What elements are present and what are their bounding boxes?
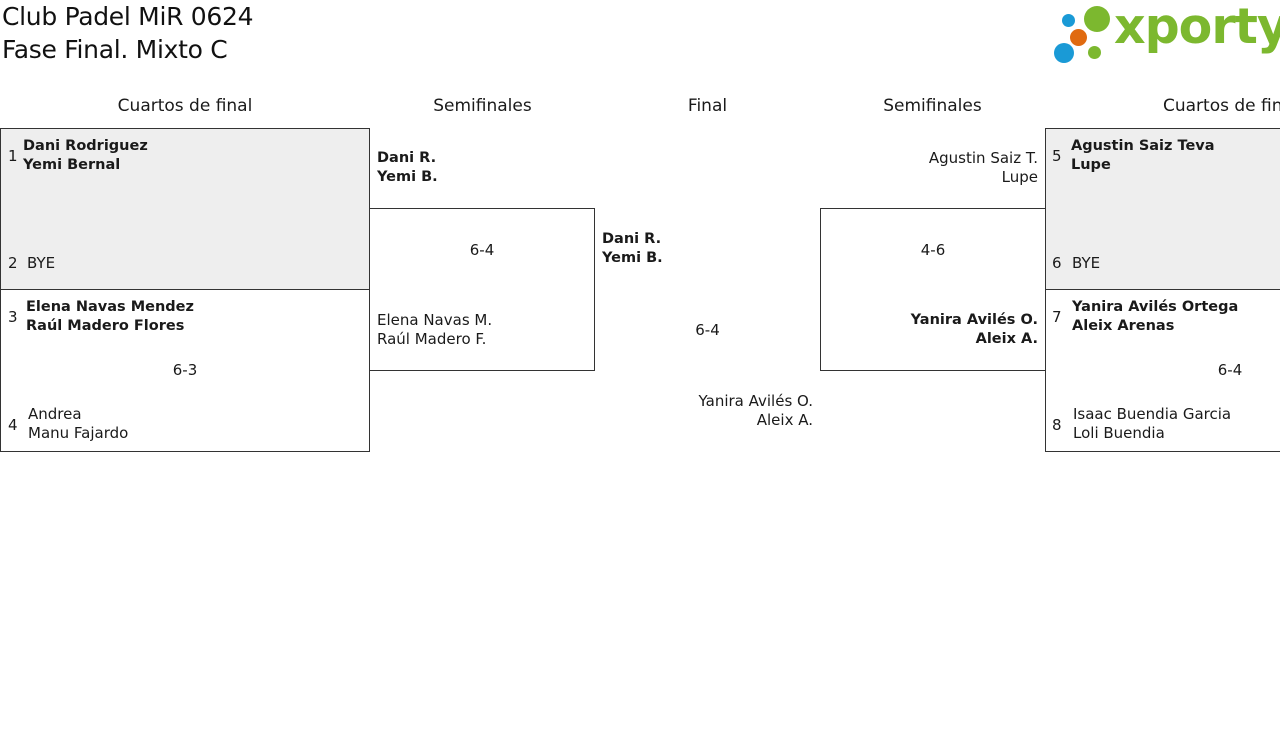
player-name: Aleix A. <box>975 331 1038 347</box>
player-name: Yemi Bernal <box>23 157 121 173</box>
team-name: BYE <box>27 254 55 273</box>
round-title-right-semifinals: Semifinales <box>883 96 982 116</box>
player-name: Yanira Avilés Ortega <box>1072 299 1239 315</box>
player-name: Elena Navas M. <box>377 311 493 329</box>
player-name: Raúl Madero Flores <box>26 318 185 334</box>
match-box-left-qf-2[interactable]: 3 Elena Navas Mendez Raúl Madero Flores … <box>0 289 370 452</box>
team-name: Agustin Saiz Teva Lupe <box>1071 137 1215 175</box>
round-title-right-quarterfinals: Cuartos de final <box>1163 96 1280 116</box>
seed-number: 7 <box>1052 308 1062 326</box>
player-name: Dani Rodriguez <box>23 138 148 154</box>
player-name: Yemi B. <box>602 250 663 266</box>
player-name: Aleix Arenas <box>1072 318 1175 334</box>
seed-number: 5 <box>1052 147 1062 165</box>
team-name: Dani Rodriguez Yemi Bernal <box>23 137 148 175</box>
player-name: Yanira Avilés O. <box>910 312 1038 328</box>
tournament-subtitle: Fase Final. Mixto C <box>2 35 228 64</box>
player-name: Agustin Saiz T. <box>928 149 1038 167</box>
right-semifinal-team-a: Agustin Saiz T. Lupe <box>826 149 1038 187</box>
round-title-left-semifinals: Semifinales <box>433 96 532 116</box>
logo-dot-blue <box>1054 43 1074 63</box>
seed-number: 8 <box>1052 416 1062 434</box>
left-semifinal-team-b: Elena Navas M. Raúl Madero F. <box>377 311 492 349</box>
right-semifinal-team-b: Yanira Avilés O. Aleix A. <box>826 311 1038 349</box>
player-name: Raúl Madero F. <box>377 330 487 348</box>
match-score: 4-6 <box>920 241 946 259</box>
match-box-right-semifinal[interactable]: 4-6 Yanira Avilés O. Aleix A. <box>820 208 1046 371</box>
team-name: Yanira Avilés Ortega Aleix Arenas <box>1072 298 1238 336</box>
final-score: 6-4 <box>695 321 720 339</box>
logo-wordmark: xporty <box>1114 0 1280 55</box>
match-box-right-qf-2[interactable]: 7 Yanira Avilés Ortega Aleix Arenas 6-4 … <box>1045 289 1280 452</box>
seed-number: 1 <box>8 147 18 165</box>
player-name: Andrea <box>28 405 82 423</box>
player-name: BYE <box>1072 254 1101 272</box>
player-name: Elena Navas Mendez <box>26 299 194 315</box>
seed-number: 3 <box>8 308 18 326</box>
logo-dot-green-small <box>1088 46 1101 59</box>
player-name: Yemi B. <box>377 169 438 185</box>
logo-dot-orange <box>1070 29 1087 46</box>
match-score: 6-3 <box>172 361 198 379</box>
seed-number: 6 <box>1052 254 1062 272</box>
logo-dot-green <box>1084 6 1110 32</box>
player-name: Manu Fajardo <box>28 424 129 442</box>
tournament-title: Club Padel MiR 0624 <box>2 2 254 31</box>
match-box-right-qf-1[interactable]: 5 Agustin Saiz Teva Lupe 6 BYE <box>1045 128 1280 290</box>
final-team-a: Dani R. Yemi B. <box>602 230 663 268</box>
player-name: Dani R. <box>377 150 437 166</box>
player-name: Agustin Saiz Teva <box>1071 138 1215 154</box>
match-box-left-qf-1[interactable]: 1 Dani Rodriguez Yemi Bernal 2 BYE <box>0 128 370 290</box>
team-name: Isaac Buendia Garcia Loli Buendia <box>1073 405 1231 443</box>
match-score: 6-4 <box>1217 361 1243 379</box>
seed-number: 4 <box>8 416 18 434</box>
player-name: Aleix A. <box>756 411 813 429</box>
round-title-final: Final <box>687 96 728 116</box>
logo-dot-blue-small <box>1062 14 1075 27</box>
round-title-left-quarterfinals: Cuartos de final <box>117 96 253 116</box>
player-name: Lupe <box>1001 168 1038 186</box>
player-name: Yanira Avilés O. <box>698 392 813 410</box>
player-name: Dani R. <box>602 231 662 247</box>
team-name: Elena Navas Mendez Raúl Madero Flores <box>26 298 194 336</box>
team-name: Andrea Manu Fajardo <box>28 405 128 443</box>
team-name: BYE <box>1072 254 1100 273</box>
player-name: Loli Buendia <box>1073 424 1165 442</box>
match-box-left-semifinal[interactable]: 6-4 Elena Navas M. Raúl Madero F. <box>369 208 595 371</box>
match-score: 6-4 <box>469 241 495 259</box>
player-name: Isaac Buendia Garcia <box>1073 405 1232 423</box>
player-name: Lupe <box>1071 157 1111 173</box>
final-team-b: Yanira Avilés O. Aleix A. <box>600 392 813 430</box>
xporty-logo: xporty <box>1052 0 1280 68</box>
seed-number: 2 <box>8 254 18 272</box>
player-name: BYE <box>27 254 56 272</box>
left-semifinal-team-a: Dani R. Yemi B. <box>377 149 438 187</box>
